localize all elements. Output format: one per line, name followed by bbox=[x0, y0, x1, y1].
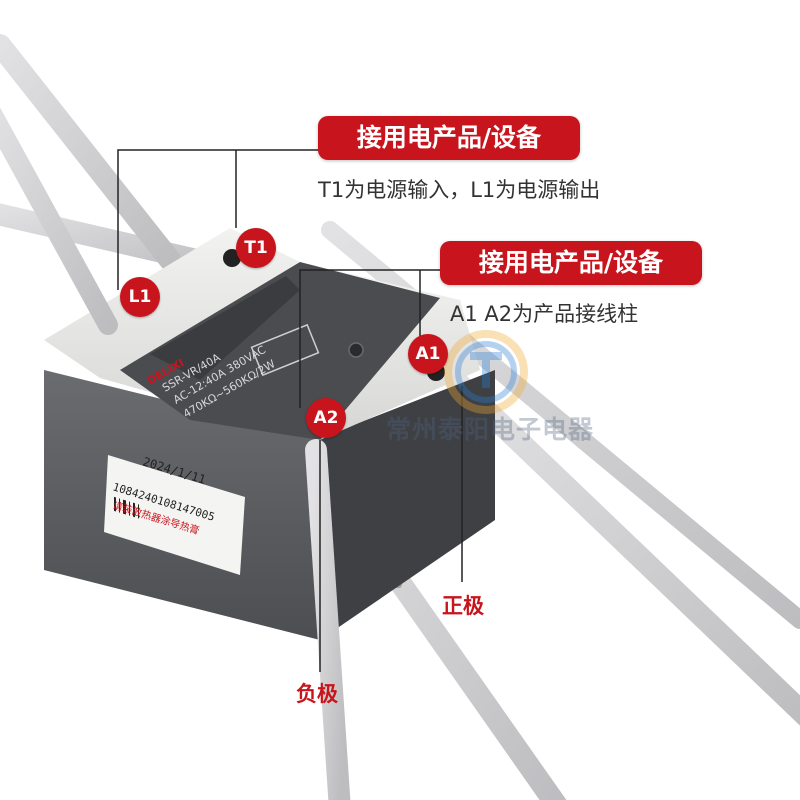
leader-lines bbox=[117, 149, 463, 672]
watermark-logo bbox=[444, 330, 528, 414]
callout-top-title: 接用电产品/设备 bbox=[318, 116, 580, 160]
body-side bbox=[320, 370, 495, 640]
barcode bbox=[114, 496, 139, 519]
terminal-a1-label: A1 bbox=[408, 334, 448, 374]
callout-middle-title: 接用电产品/设备 bbox=[440, 241, 702, 285]
schematic-symbol bbox=[250, 323, 320, 377]
top-panel bbox=[120, 262, 440, 440]
leader-l1 bbox=[117, 149, 318, 290]
callout-middle-caption: A1 A2为产品接线柱 bbox=[450, 302, 639, 326]
negative-label: 负极 bbox=[296, 682, 338, 706]
panel-shade bbox=[150, 276, 300, 380]
callout-top-caption: T1为电源输入，L1为电源输出 bbox=[318, 178, 601, 202]
positive-label: 正极 bbox=[442, 594, 484, 618]
watermark-text: 常州泰阳电子电器 bbox=[386, 415, 595, 444]
terminal-t1-label: T1 bbox=[236, 228, 276, 268]
relay-body: DELIXI SSR-VR/40A AC-12:40A 380VAC 470KΩ… bbox=[44, 228, 495, 640]
leader-a2 bbox=[299, 269, 440, 408]
terminal-a2-label: A2 bbox=[306, 398, 346, 438]
terminal-l1-label: L1 bbox=[120, 277, 160, 317]
cable-a1-right bbox=[444, 369, 800, 726]
barcode-label bbox=[104, 455, 245, 575]
indicator-led bbox=[348, 342, 364, 358]
cable-l1-front bbox=[0, 107, 118, 335]
cable-l1-top bbox=[0, 34, 181, 271]
